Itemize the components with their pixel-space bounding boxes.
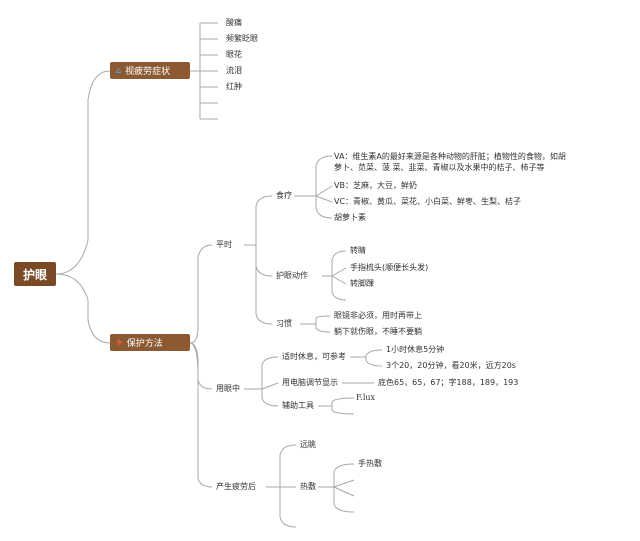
diet-vitamin-c[interactable]: VC：青椒、黄瓜、菜花、小白菜、鲜枣、生梨、桔子 — [334, 197, 522, 206]
diet-vitamin-a[interactable]: VA：维生素A的最好来源是各种动物的肝脏；植物性的食物，如胡萝卜、苋菜、菠 菜、… — [334, 152, 566, 172]
exercise-item[interactable]: 转睛 — [350, 246, 366, 255]
tool-item[interactable]: F.lux — [356, 393, 376, 402]
symptom-item[interactable]: 酸痛 — [226, 18, 242, 27]
topic-screen-adjust[interactable]: 用电脑调节显示 — [282, 378, 338, 387]
topic-habits[interactable]: 习惯 — [276, 319, 292, 328]
fatigue-look-far[interactable]: 远眺 — [300, 440, 316, 449]
exercise-item[interactable]: 手指梳头(顺便长头发) — [350, 263, 429, 272]
diet-vitamin-b[interactable]: VB：芝麻，大豆，鲜奶 — [334, 181, 417, 190]
rest-item[interactable]: 3个20，20分钟，看20米，远方20s — [386, 361, 516, 370]
hot-compress-item[interactable]: 手热敷 — [358, 459, 382, 468]
branch-label: 视疲劳症状 — [125, 67, 171, 77]
topic-daily[interactable]: 平时 — [216, 240, 232, 249]
symptom-item[interactable]: 频繁眨眼 — [226, 34, 258, 43]
topic-aux-tools[interactable]: 辅助工具 — [282, 401, 314, 410]
habit-item[interactable]: 躺下就伤眼，不睡不要躺 — [334, 327, 422, 336]
cross-icon: ✚ — [116, 338, 123, 347]
symptom-item[interactable]: 红肿 — [226, 82, 242, 91]
root-node[interactable]: 护眼 — [14, 262, 56, 286]
symptom-item[interactable]: 流泪 — [226, 66, 242, 75]
topic-diet[interactable]: 食疗 — [276, 191, 292, 200]
branch-label: 保护方法 — [126, 339, 163, 349]
habit-item[interactable]: 眼镜非必须，用时再带上 — [334, 311, 422, 320]
topic-after-fatigue[interactable]: 产生疲劳后 — [216, 482, 256, 491]
topic-timely-rest[interactable]: 适时休息，可参考 — [282, 352, 346, 361]
topic-hot-compress[interactable]: 热敷 — [300, 482, 316, 491]
exercise-item[interactable]: 转脚踝 — [350, 279, 374, 288]
rest-item[interactable]: 1小时休息5分钟 — [386, 345, 445, 354]
topic-eye-exercises[interactable]: 护眼动作 — [276, 271, 308, 280]
diet-carotene[interactable]: 胡萝卜素 — [334, 213, 366, 222]
branch-protection-methods[interactable]: ✚ 保护方法 — [110, 334, 190, 351]
branch-eye-fatigue-symptoms[interactable]: ⌂ 视疲劳症状 — [110, 62, 190, 79]
screen-color-values[interactable]: 底色65，65，67；字188，189，193 — [378, 378, 519, 387]
house-icon: ⌂ — [116, 66, 122, 75]
topic-while-using-eyes[interactable]: 用眼中 — [216, 384, 240, 393]
symptom-item[interactable]: 眼花 — [226, 50, 242, 59]
